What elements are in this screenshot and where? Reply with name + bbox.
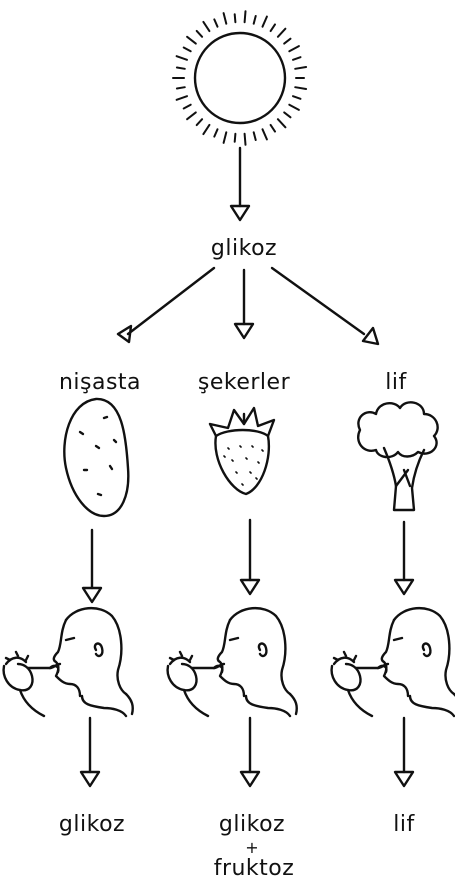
arrow-sun-to-glikoz [231,148,249,220]
arrow-to-nisasta [118,268,214,342]
result-label-lif: lif [393,812,414,837]
person-eating-icon-2 [168,608,297,716]
result-plus-sign: + [245,838,258,857]
arrow-eater-to-glikoz-fruktoz [241,718,259,786]
person-eating-icon-1 [4,608,133,716]
arrow-to-lif [272,268,378,344]
sun-icon [173,11,306,145]
branch-label-sekerler: şekerler [198,370,290,395]
arrow-to-sekerler [235,270,253,338]
strawberry-icon [210,408,274,494]
arrow-potato-to-eater [83,530,101,602]
arrow-eater-to-lif [395,718,413,786]
broccoli-icon [358,402,437,510]
arrow-strawberry-to-eater [241,520,259,594]
potato-icon [64,399,128,516]
result-label-nisasta: glikoz [59,812,125,837]
branch-label-lif: lif [385,370,406,395]
source-label: glikoz [211,236,277,261]
result-label-fruktoz: fruktoz [214,856,295,881]
person-eating-icon-3 [332,608,455,716]
result-label-sekerler: glikoz [219,812,285,837]
branch-label-nisasta: nişasta [59,370,141,395]
arrow-eater-to-glikoz [81,718,99,786]
arrow-broccoli-to-eater [395,522,413,594]
